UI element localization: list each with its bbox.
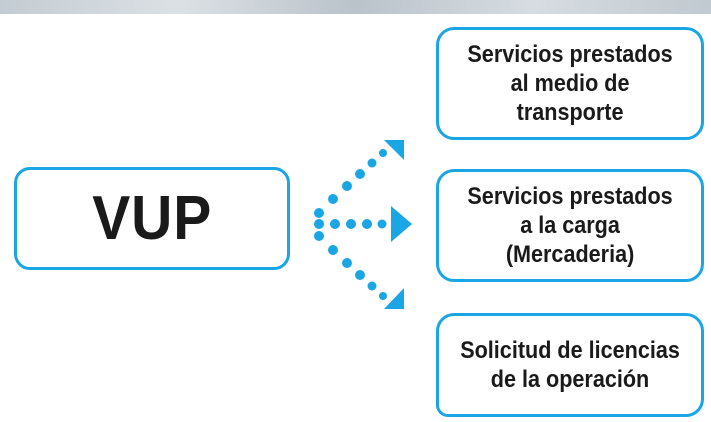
dotted-branching-arrows-icon xyxy=(314,140,412,309)
connector-dot xyxy=(362,219,372,229)
arrowhead-down xyxy=(384,288,404,309)
connector-dot xyxy=(377,219,387,229)
option-node-label: Servicios prestados a la carga (Mercader… xyxy=(467,183,673,268)
connector-dot xyxy=(367,281,377,291)
option-node-label: Solicitud de licencias de la operación xyxy=(460,337,680,393)
connector-dot xyxy=(355,270,365,280)
option-node-label: Servicios prestados al medio de transpor… xyxy=(467,41,673,126)
arrowhead-right xyxy=(391,206,412,242)
connector-dot xyxy=(330,219,340,229)
option-node-license-request: Solicitud de licencias de la operación xyxy=(436,313,704,417)
connector-dot xyxy=(342,181,352,191)
vup-node-label: VUP xyxy=(91,184,213,253)
connector-dot xyxy=(346,219,356,229)
header-background-band xyxy=(0,0,711,14)
vup-node: VUP xyxy=(14,167,290,270)
arrowhead-up xyxy=(384,140,404,160)
connector-dot xyxy=(314,219,324,229)
connector-dot xyxy=(314,208,324,218)
option-node-cargo-services: Servicios prestados a la carga (Mercader… xyxy=(436,169,704,282)
connector-dot xyxy=(328,194,338,204)
connector-dot xyxy=(314,231,324,241)
option-node-transport-services: Servicios prestados al medio de transpor… xyxy=(436,27,704,140)
connector-dot xyxy=(328,245,338,255)
connector-dot xyxy=(342,258,352,268)
connector-dot xyxy=(379,149,387,157)
connector-dot xyxy=(367,158,377,168)
connector-dot xyxy=(355,169,365,179)
connector-dot xyxy=(379,292,387,300)
